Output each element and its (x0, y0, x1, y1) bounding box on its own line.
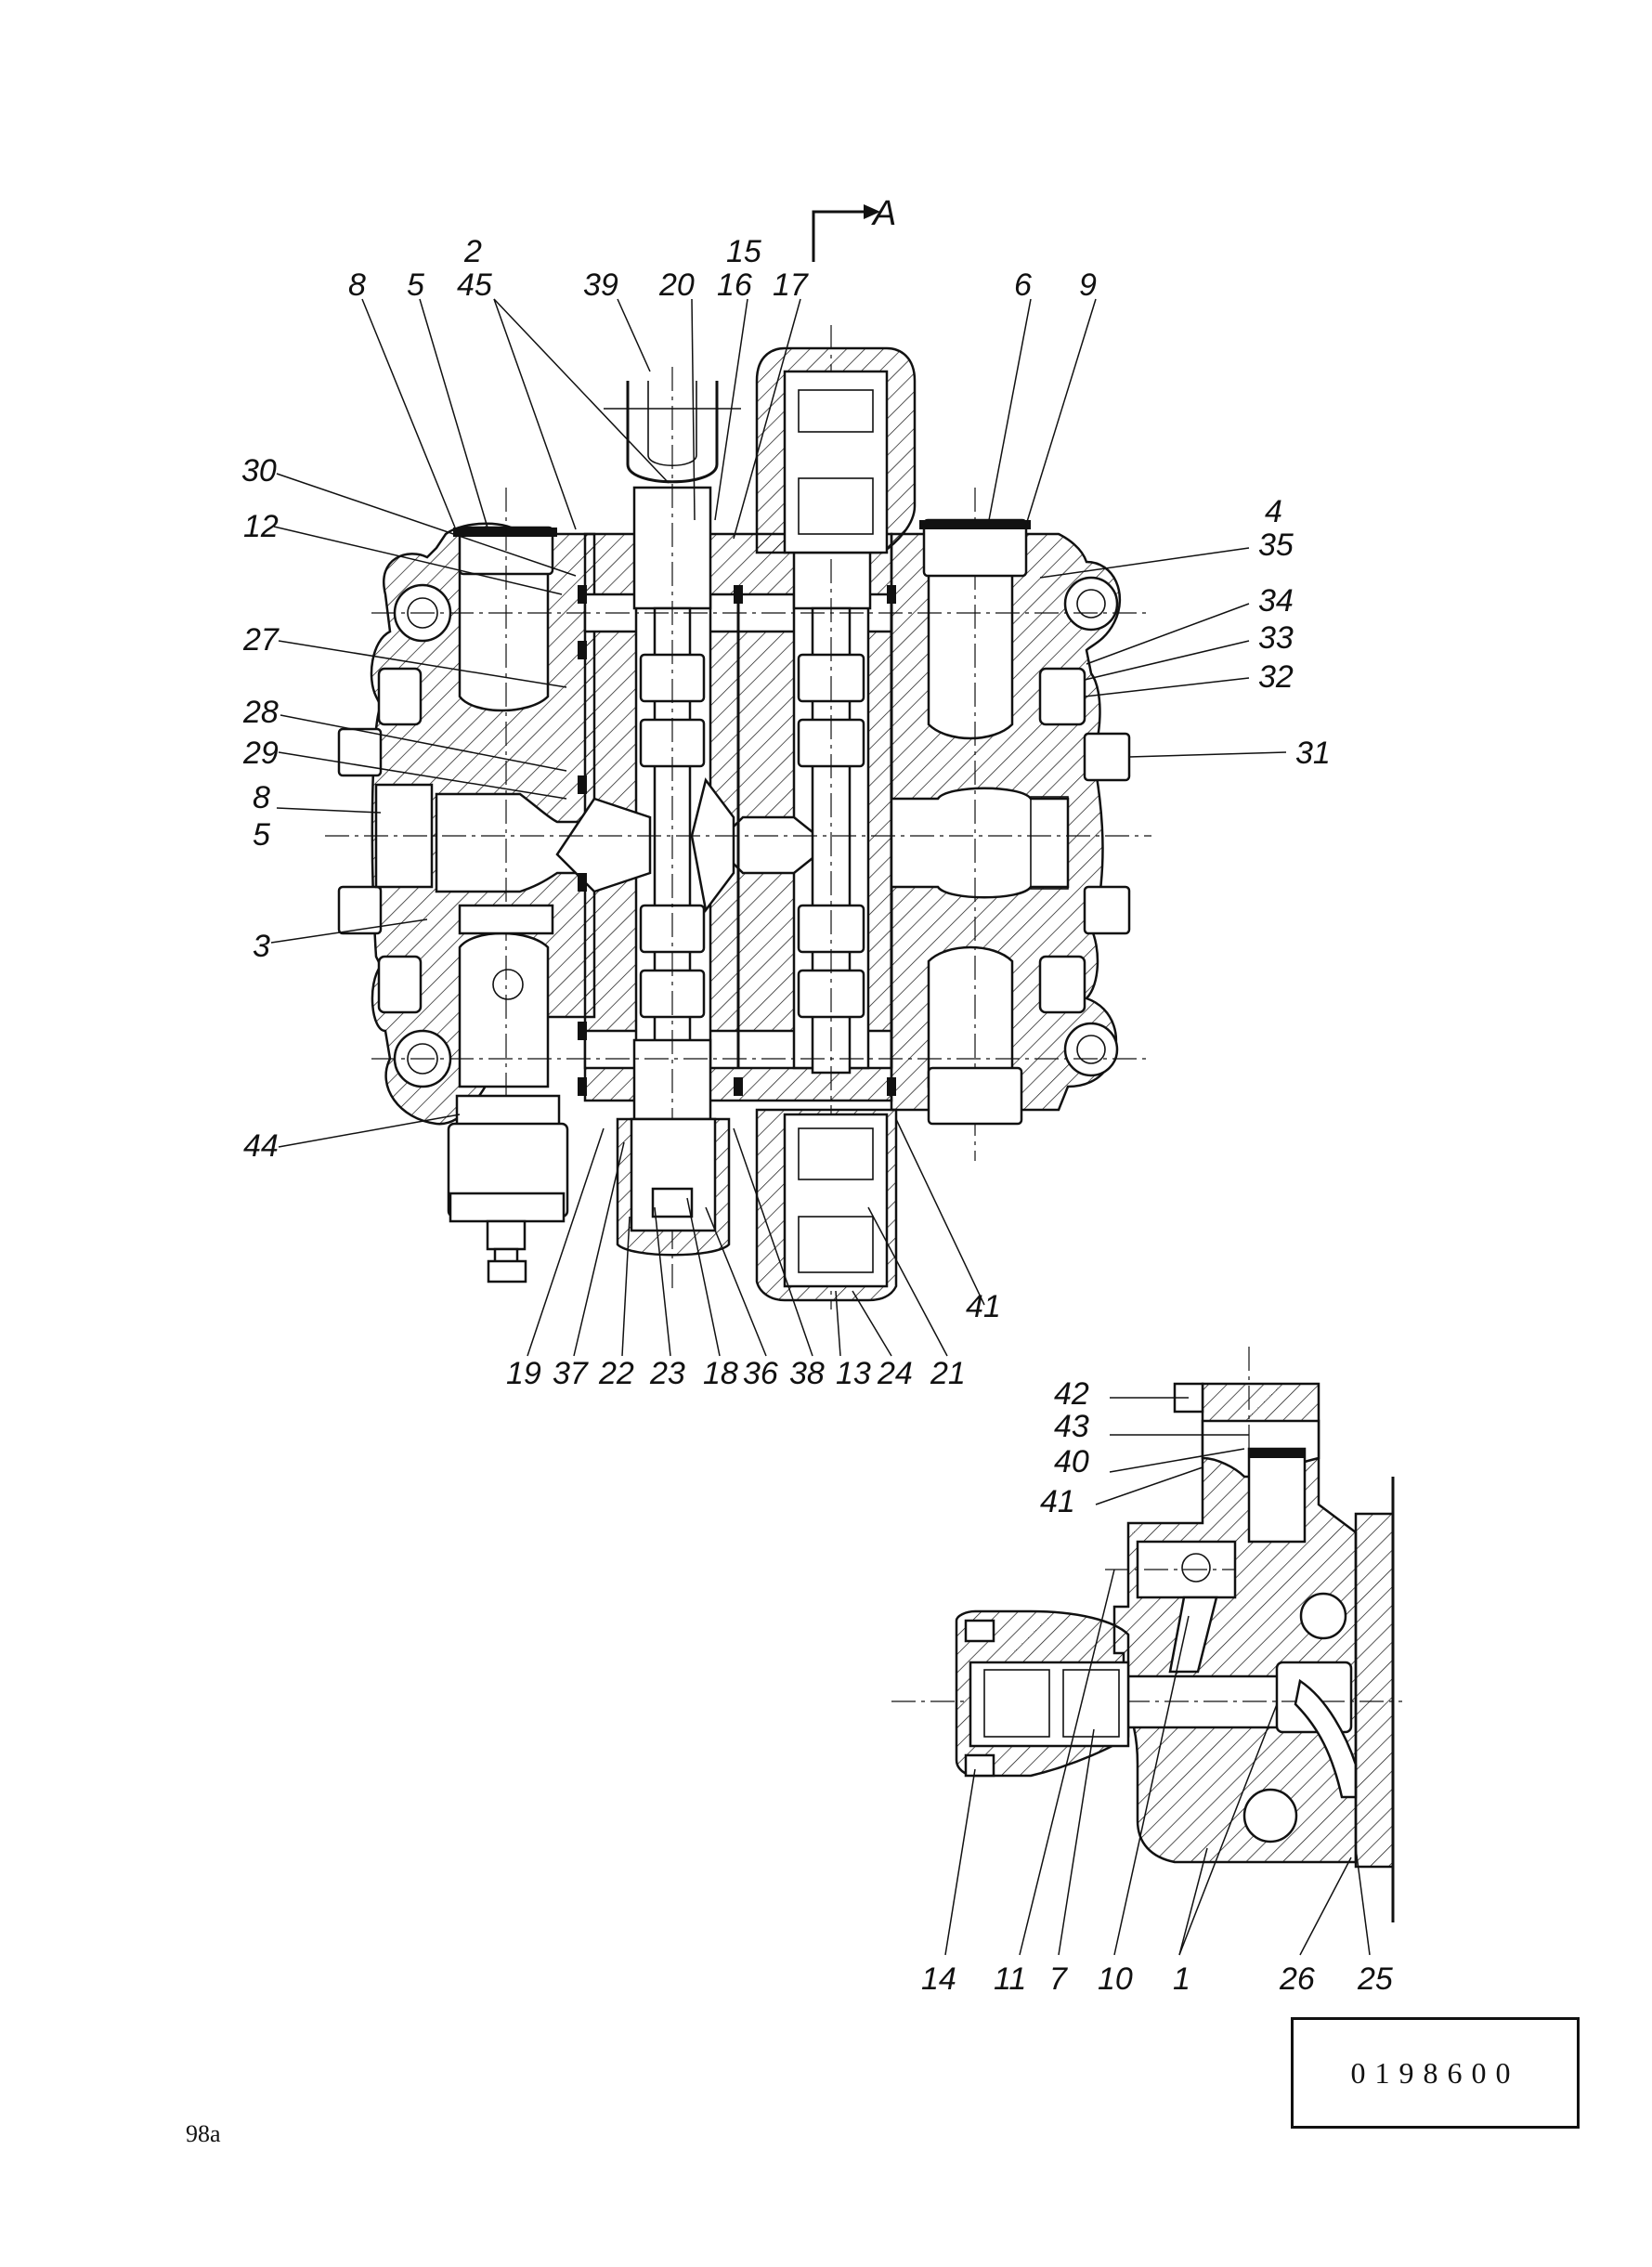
callout-label: 20 (658, 267, 695, 303)
callout-label: 44 (243, 1128, 279, 1164)
callout-label: 35 (1258, 528, 1294, 563)
callout-label: 17 (773, 267, 809, 303)
callout-label: 27 (242, 622, 280, 658)
callout-label: 30 (241, 453, 277, 489)
callout-label: 33 (1258, 620, 1294, 656)
callout-label: 24 (877, 1356, 913, 1391)
drawing-number: 0198600 (1350, 2055, 1520, 2090)
callout-label: 41 (1040, 1484, 1075, 1519)
left-top-fitting (453, 488, 557, 1170)
callout-label: 26 (1279, 1961, 1315, 1997)
callout-label: 32 (1258, 659, 1294, 695)
callout-label: 21 (930, 1356, 966, 1391)
callout-label: 34 (1258, 583, 1294, 619)
callout-label: 36 (743, 1356, 778, 1391)
callout-label: 8 (348, 267, 366, 303)
callout-label: 22 (598, 1356, 634, 1391)
callout-label: 31 (1295, 736, 1331, 771)
callout-label: 3 (253, 929, 270, 964)
left-end-housing (337, 522, 596, 1126)
callout-label: 5 (253, 817, 270, 853)
section-letter-a: A (871, 194, 896, 233)
callout-label: 14 (921, 1961, 956, 1997)
callout-label: 12 (243, 509, 279, 544)
callout-label: 6 (1014, 267, 1032, 303)
callout-label: 4 (1265, 494, 1282, 529)
callout-label: 37 (553, 1356, 589, 1391)
callout-label: 11 (994, 1961, 1026, 1997)
section-view-a: 42 43 40 41 14 11 7 10 1 26 25 (891, 1347, 1402, 1997)
callout-label: 42 (1054, 1376, 1089, 1412)
callout-label: 41 (966, 1289, 1001, 1324)
right-top-fitting (919, 518, 1031, 1126)
callout-label: 18 (703, 1356, 738, 1391)
callout-label: 8 (253, 780, 270, 815)
callout-label: 13 (836, 1356, 871, 1391)
callout-label: 15 (726, 234, 761, 269)
callout-label: 5 (407, 267, 424, 303)
callout-label: 10 (1098, 1961, 1133, 1997)
callout-label: 28 (242, 695, 279, 730)
main-view-callouts: 8 5 2 45 39 20 15 16 17 6 9 30 12 27 28 … (241, 234, 1331, 1391)
right-spool-top-cap (755, 346, 917, 554)
callout-label: 39 (583, 267, 618, 303)
callout-label: 9 (1079, 267, 1097, 303)
section-view-leaders (944, 1397, 1371, 1956)
right-spool-bottom-cap (755, 1108, 898, 1302)
drawing-number-box: 0198600 (1291, 2017, 1580, 2129)
relief-valve-fitting (447, 904, 569, 1283)
callout-label: 29 (242, 736, 279, 771)
left-spool-cap (616, 1117, 731, 1257)
callout-label: 1 (1173, 1961, 1190, 1997)
callout-label: 45 (457, 267, 492, 303)
callout-label: 43 (1054, 1409, 1089, 1444)
section-view-callouts: 42 43 40 41 14 11 7 10 1 26 25 (921, 1376, 1393, 1997)
page-number: 98a (186, 2120, 221, 2147)
callout-label: 38 (789, 1356, 825, 1391)
callout-label: 23 (649, 1356, 685, 1391)
right-end-housing (890, 488, 1131, 1161)
callout-label: 25 (1357, 1961, 1393, 1997)
callout-label: 7 (1049, 1961, 1068, 1997)
callout-label: 19 (506, 1356, 541, 1391)
right-spool (792, 325, 872, 1309)
main-view-leaders (270, 298, 1287, 1357)
main-section-view: A (241, 194, 1331, 1391)
section-cut-marker: A (812, 194, 896, 262)
callout-label: 2 (463, 234, 482, 269)
callout-label: 40 (1054, 1444, 1089, 1479)
callout-label: 16 (717, 267, 752, 303)
seal-rings (578, 585, 896, 1096)
